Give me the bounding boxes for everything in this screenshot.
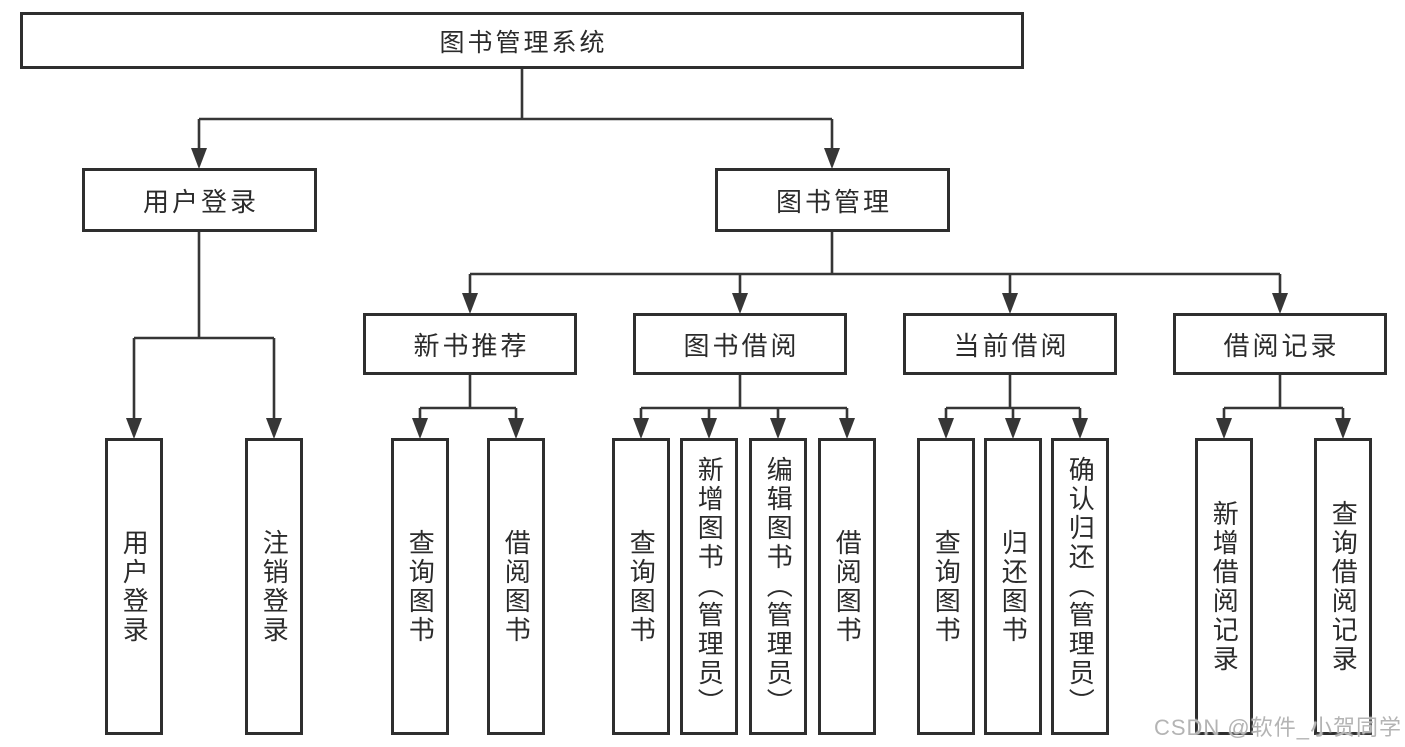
watermark: CSDN @软件_小贺同学 — [1153, 715, 1402, 740]
leaf-query-books-current-label: 查询图书 — [931, 528, 962, 645]
leaf-add-books-admin-label: 新增图书（管理员） — [694, 456, 725, 717]
leaf-logout: 注销登录 — [245, 438, 303, 735]
leaf-query-borrow-record-label: 查询借阅记录 — [1328, 499, 1359, 674]
leaf-return-books-label: 归还图书 — [998, 528, 1029, 645]
branch-book-management-label: 图书管理 — [775, 186, 892, 217]
leaf-query-books-borrow-label: 查询图书 — [626, 528, 657, 645]
leaf-borrow-books: 借阅图书 — [818, 438, 876, 735]
branch-user-login: 用户登录 — [82, 168, 317, 232]
leaf-add-books-admin: 新增图书（管理员） — [680, 438, 738, 735]
section-current-borrow-label: 当前借阅 — [953, 330, 1070, 361]
section-current-borrow: 当前借阅 — [903, 313, 1117, 375]
root-node: 图书管理系统 — [20, 12, 1024, 69]
leaf-edit-books-admin-label: 编辑图书（管理员） — [763, 456, 794, 717]
leaf-user-login: 用户登录 — [105, 438, 163, 735]
leaf-edit-books-admin: 编辑图书（管理员） — [749, 438, 807, 735]
leaf-return-books: 归还图书 — [984, 438, 1042, 735]
leaf-confirm-return-admin: 确认归还（管理员） — [1051, 438, 1109, 735]
leaf-query-books-current: 查询图书 — [917, 438, 975, 735]
leaf-add-borrow-record-label: 新增借阅记录 — [1209, 499, 1240, 674]
section-new-book-recommend-label: 新书推荐 — [413, 330, 530, 361]
section-new-book-recommend: 新书推荐 — [363, 313, 577, 375]
section-book-borrow-label: 图书借阅 — [683, 330, 800, 361]
leaf-query-books-recommend: 查询图书 — [391, 438, 449, 735]
leaf-logout-label: 注销登录 — [259, 528, 290, 645]
leaf-query-borrow-record: 查询借阅记录 — [1314, 438, 1372, 735]
leaf-borrow-books-recommend: 借阅图书 — [487, 438, 545, 735]
leaf-query-books-borrow: 查询图书 — [612, 438, 670, 735]
leaf-borrow-books-label: 借阅图书 — [832, 528, 863, 645]
leaf-query-books-recommend-label: 查询图书 — [405, 528, 436, 645]
section-borrow-records-label: 借阅记录 — [1223, 330, 1340, 361]
section-borrow-records: 借阅记录 — [1173, 313, 1387, 375]
leaf-confirm-return-admin-label: 确认归还（管理员） — [1065, 456, 1096, 717]
leaf-borrow-books-recommend-label: 借阅图书 — [501, 528, 532, 645]
branch-user-login-label: 用户登录 — [142, 186, 259, 217]
leaf-add-borrow-record: 新增借阅记录 — [1195, 438, 1253, 735]
section-book-borrow: 图书借阅 — [633, 313, 847, 375]
branch-book-management: 图书管理 — [715, 168, 950, 232]
leaf-user-login-label: 用户登录 — [119, 528, 150, 645]
root-node-label: 图书管理系统 — [439, 28, 608, 57]
